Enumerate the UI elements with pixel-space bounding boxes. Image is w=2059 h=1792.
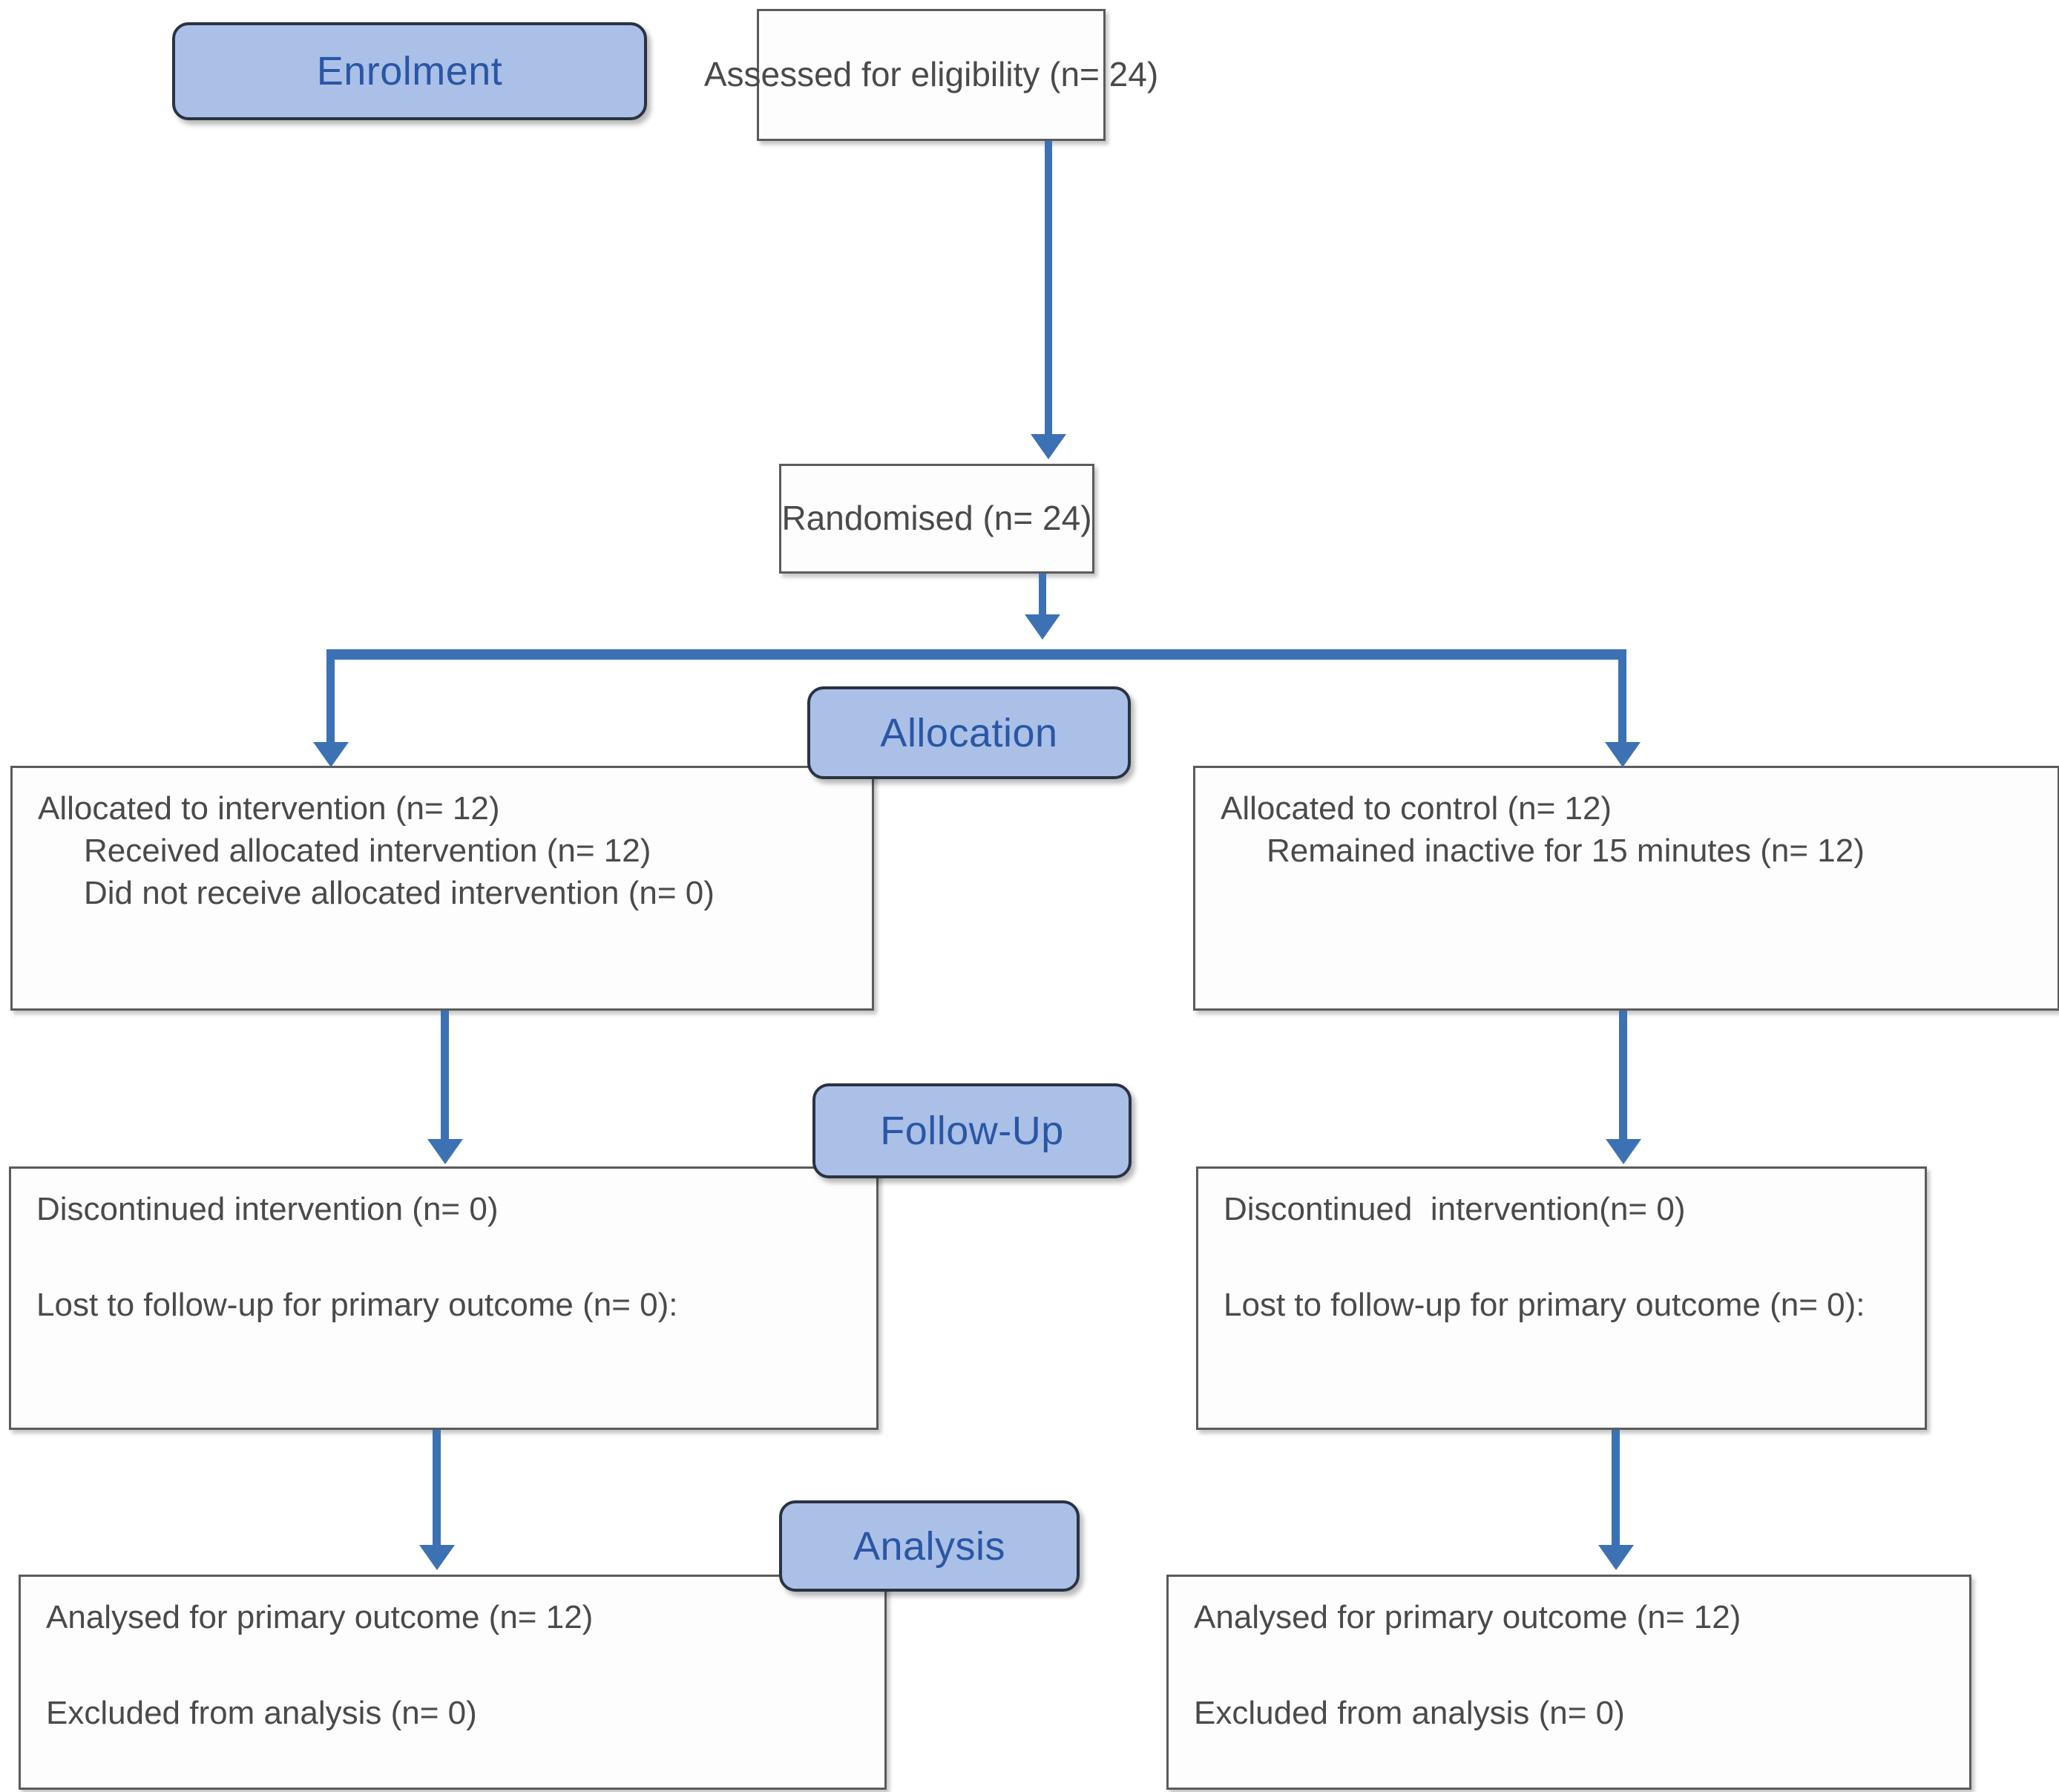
analysis-control-line-1: Analysed for primary outcome (n= 12)	[1194, 1599, 1741, 1635]
connector-followup-to-analysis-left	[433, 1430, 441, 1549]
arrowhead-followup-to-analysis-right	[1598, 1545, 1634, 1570]
box-randomised: Randomised (n= 24)	[779, 464, 1094, 574]
allocated-control-line-2: Remained inactive for 15 minutes (n= 12)	[1267, 833, 1865, 870]
box-analysis-intervention-lines: Analysed for primary outcome (n= 12) Exc…	[21, 1577, 884, 1734]
stage-label-enrolment: Enrolment	[172, 22, 647, 120]
box-allocated-intervention: Allocated to intervention (n= 12) Receiv…	[10, 766, 874, 1011]
box-followup-intervention: Discontinued intervention (n= 0) Lost to…	[9, 1166, 879, 1430]
analysis-intervention-line-1: Analysed for primary outcome (n= 12)	[46, 1599, 594, 1635]
connector-allocation-to-followup-right	[1619, 1011, 1627, 1144]
box-followup-intervention-lines: Discontinued intervention (n= 0) Lost to…	[11, 1169, 876, 1326]
followup-control-line-2: Lost to follow-up for primary outcome (n…	[1224, 1287, 1865, 1324]
allocated-control-line-1: Allocated to control (n= 12)	[1221, 790, 1612, 827]
connector-assessed-to-randomised	[1045, 141, 1052, 438]
followup-intervention-line-1: Discontinued intervention (n= 0)	[36, 1191, 499, 1227]
stage-label-analysis-text: Analysis	[853, 1523, 1006, 1569]
stage-label-follow-up-text: Follow-Up	[880, 1109, 1064, 1153]
allocated-intervention-line-3: Did not receive allocated intervention (…	[84, 875, 715, 912]
connector-randomised-down	[1039, 574, 1046, 618]
allocated-intervention-line-1: Allocated to intervention (n= 12)	[38, 790, 500, 827]
connector-allocation-to-followup-left	[441, 1011, 449, 1144]
arrowhead-split-left	[313, 742, 349, 767]
analysis-control-line-2: Excluded from analysis (n= 0)	[1194, 1695, 1625, 1732]
arrowhead-allocation-to-followup-right	[1606, 1139, 1641, 1164]
arrowhead-randomised-down	[1025, 614, 1060, 640]
randomised-line-1: Randomised (n= 24)	[781, 499, 1092, 538]
box-analysis-control-lines: Analysed for primary outcome (n= 12) Exc…	[1169, 1577, 1969, 1734]
connector-split-left-leg	[326, 649, 335, 761]
box-analysis-intervention: Analysed for primary outcome (n= 12) Exc…	[19, 1575, 887, 1790]
connector-split-right-leg	[1618, 649, 1626, 761]
box-followup-control-lines: Discontinued intervention(n= 0) Lost to …	[1198, 1169, 1925, 1326]
stage-label-follow-up: Follow-Up	[812, 1083, 1132, 1178]
arrowhead-assessed-to-randomised	[1031, 434, 1066, 459]
connector-followup-to-analysis-right	[1612, 1430, 1620, 1549]
assessed-line-1: Assessed for eligibility (n= 24)	[703, 55, 1159, 94]
stage-label-allocation-text: Allocation	[880, 710, 1058, 755]
stage-label-allocation: Allocation	[807, 686, 1131, 779]
followup-control-line-1: Discontinued intervention(n= 0)	[1224, 1191, 1686, 1227]
arrowhead-split-right	[1605, 742, 1641, 767]
box-allocated-control: Allocated to control (n= 12) Remained in…	[1193, 766, 2059, 1011]
stage-label-enrolment-text: Enrolment	[316, 49, 503, 93]
arrowhead-allocation-to-followup-left	[427, 1139, 463, 1164]
box-allocated-intervention-lines: Allocated to intervention (n= 12) Receiv…	[13, 768, 872, 915]
allocated-intervention-line-2: Received allocated intervention (n= 12)	[84, 833, 651, 870]
arrowhead-followup-to-analysis-left	[419, 1545, 455, 1570]
box-randomised-lines: Randomised (n= 24)	[781, 466, 1092, 571]
analysis-intervention-line-2: Excluded from analysis (n= 0)	[46, 1695, 477, 1732]
box-assessed-for-eligibility: Assessed for eligibility (n= 24)	[704, 9, 1158, 141]
box-analysis-control: Analysed for primary outcome (n= 12) Exc…	[1166, 1575, 1971, 1790]
box-assessed-lines: Assessed for eligibility (n= 24)	[704, 11, 1158, 139]
box-followup-control: Discontinued intervention(n= 0) Lost to …	[1196, 1166, 1927, 1430]
stage-label-analysis: Analysis	[779, 1500, 1080, 1592]
followup-intervention-line-2: Lost to follow-up for primary outcome (n…	[36, 1287, 678, 1324]
connector-split-bus	[326, 649, 1626, 660]
box-allocated-control-lines: Allocated to control (n= 12) Remained in…	[1195, 768, 2058, 872]
